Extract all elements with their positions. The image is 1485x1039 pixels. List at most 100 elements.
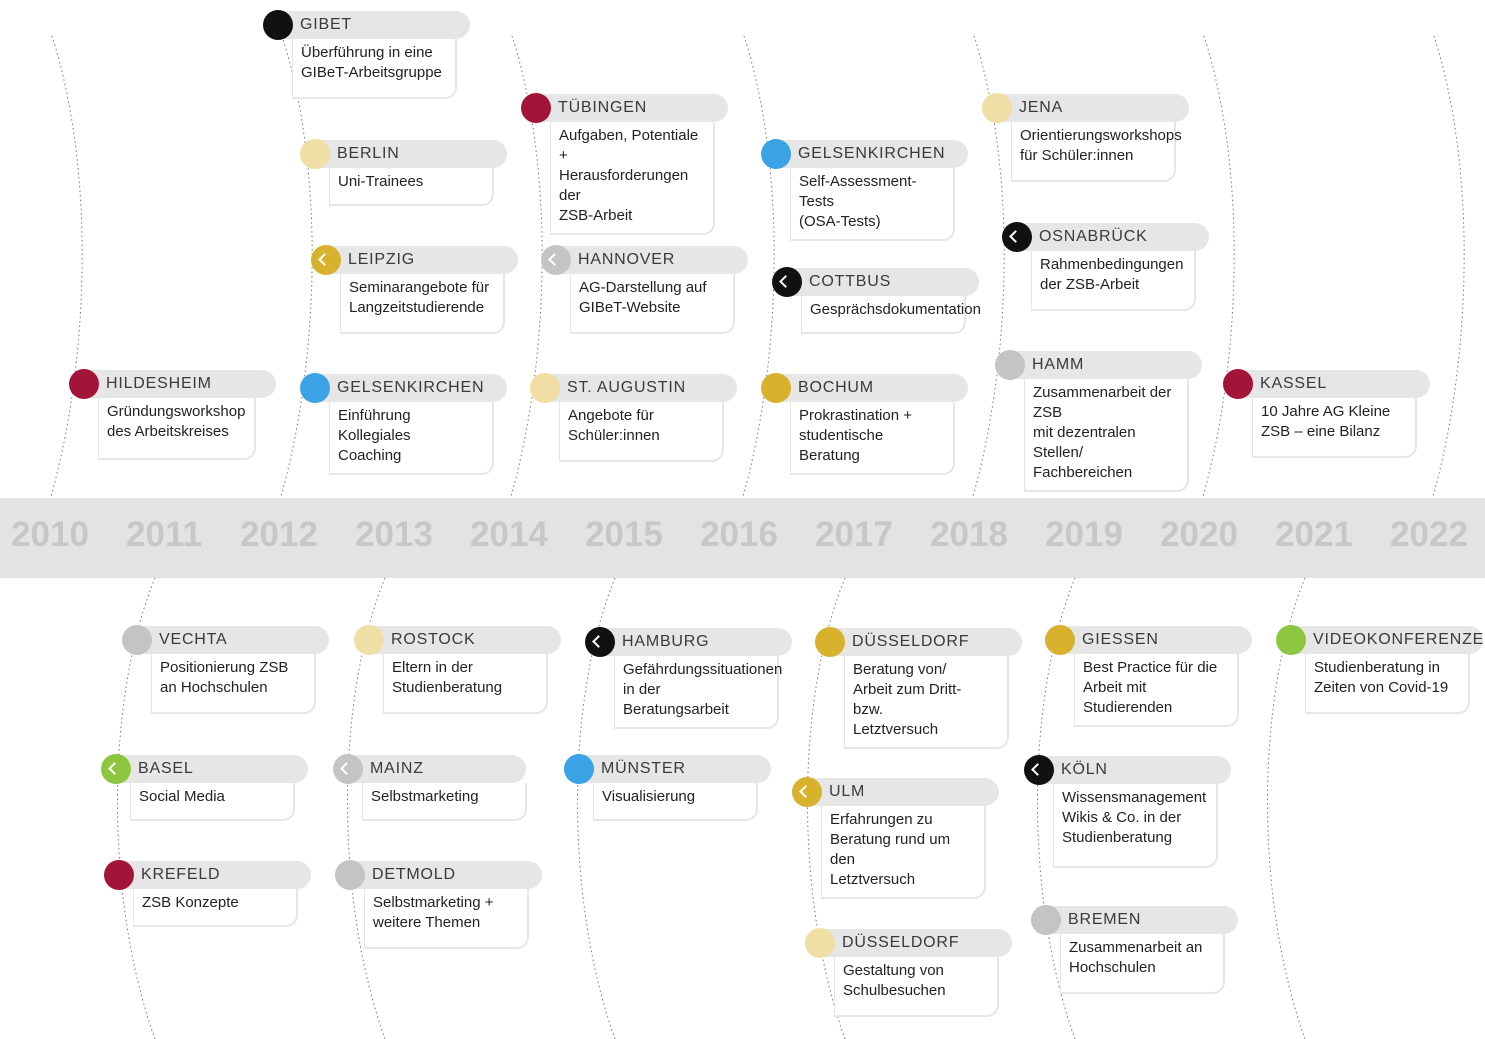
chevron-glyph bbox=[108, 762, 121, 775]
event-dot-icon bbox=[982, 93, 1012, 123]
year-label: 2021 bbox=[1275, 515, 1353, 554]
event-description: Gestaltung von Schulbesuchen bbox=[834, 957, 999, 1017]
event-city: DETMOLD bbox=[372, 866, 456, 883]
event-city: GELSENKIRCHEN bbox=[337, 379, 485, 396]
event-header: JENA bbox=[983, 94, 1189, 122]
event-header: BASEL bbox=[102, 755, 308, 783]
event-description: Eltern in der Studienberatung bbox=[383, 654, 548, 714]
event-city: HAMBURG bbox=[622, 633, 710, 650]
event-header: LEIPZIG bbox=[312, 246, 518, 274]
chevron-glyph bbox=[592, 635, 605, 648]
event-header: KASSEL bbox=[1224, 370, 1430, 398]
year-band bbox=[0, 498, 1485, 578]
event-dot-icon bbox=[263, 10, 293, 40]
event-header: GIBET bbox=[264, 11, 470, 39]
chevron-glyph bbox=[799, 785, 812, 798]
event-dot-icon bbox=[69, 369, 99, 399]
event-description: Angebote für Schüler:innen bbox=[559, 402, 724, 462]
event-city: ST. AUGUSTIN bbox=[567, 379, 686, 396]
event-description: Orientierungsworkshops für Schüler:innen bbox=[1011, 122, 1182, 182]
event-description: Wissensmanagement Wikis & Co. in der Stu… bbox=[1053, 784, 1218, 868]
event-description: Visualisierung bbox=[593, 783, 758, 821]
timeline-arc bbox=[279, 35, 313, 501]
event-description: Gesprächsdokumentation bbox=[801, 296, 981, 334]
event-city: ULM bbox=[829, 783, 866, 800]
event-city: TÜBINGEN bbox=[558, 99, 648, 116]
event-dot-icon bbox=[1045, 625, 1075, 655]
year-label: 2012 bbox=[240, 515, 318, 554]
event-header: ST. AUGUSTIN bbox=[531, 374, 737, 402]
event-dot-icon bbox=[805, 928, 835, 958]
chevron-glyph bbox=[779, 275, 792, 288]
event-dot-icon bbox=[1276, 625, 1306, 655]
event-description: Beratung von/ Arbeit zum Dritt- bzw. Let… bbox=[844, 656, 1009, 749]
event-city: LEIPZIG bbox=[348, 251, 415, 268]
event-description: Einführung Kollegiales Coaching bbox=[329, 402, 494, 475]
year-label: 2022 bbox=[1390, 515, 1468, 554]
event-city: HAMM bbox=[1032, 356, 1085, 373]
event-header: GIESSEN bbox=[1046, 626, 1252, 654]
year-label: 2020 bbox=[1160, 515, 1238, 554]
event-dot-icon bbox=[815, 627, 845, 657]
timeline-arc bbox=[1201, 35, 1235, 501]
event-header: DETMOLD bbox=[336, 861, 542, 889]
event-header: HAMM bbox=[996, 351, 1202, 379]
chevron-left-icon bbox=[792, 777, 822, 807]
event-description: Zusammenarbeit der ZSB mit dezentralen S… bbox=[1024, 379, 1189, 492]
event-city: KREFELD bbox=[141, 866, 221, 883]
event-city: HILDESHEIM bbox=[106, 375, 212, 392]
chevron-glyph bbox=[548, 253, 561, 266]
event-city: DÜSSELDORF bbox=[842, 934, 960, 951]
event-header: GELSENKIRCHEN bbox=[762, 140, 968, 168]
year-label: 2015 bbox=[585, 515, 663, 554]
year-label: 2017 bbox=[815, 515, 893, 554]
event-description: Uni-Trainees bbox=[329, 168, 494, 206]
event-description: Positionierung ZSB an Hochschulen bbox=[151, 654, 316, 714]
event-description: Prokrastination + studentische Beratung bbox=[790, 402, 955, 475]
year-label: 2019 bbox=[1045, 515, 1123, 554]
event-description: Rahmenbedingungen der ZSB-Arbeit bbox=[1031, 251, 1196, 311]
event-city: JENA bbox=[1019, 99, 1064, 116]
event-description: Erfahrungen zu Beratung rund um den Letz… bbox=[821, 806, 986, 899]
chevron-left-icon bbox=[101, 754, 131, 784]
event-description: Selbstmarketing + weitere Themen bbox=[364, 889, 529, 949]
event-description: Gefährdungssituationen in der Beratungsa… bbox=[614, 656, 782, 729]
event-city: BERLIN bbox=[337, 145, 400, 162]
timeline-arc bbox=[49, 35, 83, 501]
event-city: GIESSEN bbox=[1082, 631, 1159, 648]
event-description: Überführung in eine GIBeT-Arbeitsgruppe bbox=[292, 39, 457, 99]
chevron-left-icon bbox=[585, 627, 615, 657]
event-header: BERLIN bbox=[301, 140, 507, 168]
event-dot-icon bbox=[995, 350, 1025, 380]
event-header: BREMEN bbox=[1032, 906, 1238, 934]
event-header: DÜSSELDORF bbox=[806, 929, 1012, 957]
event-city: BASEL bbox=[138, 760, 194, 777]
event-description: Aufgaben, Potentiale + Herausforderungen… bbox=[550, 122, 715, 235]
chevron-left-icon bbox=[541, 245, 571, 275]
event-dot-icon bbox=[1223, 369, 1253, 399]
chevron-left-icon bbox=[1024, 755, 1054, 785]
event-description: Studienberatung in Zeiten von Covid-19 bbox=[1305, 654, 1470, 714]
event-description: Gründungsworkshop des Arbeitskreises bbox=[98, 398, 256, 460]
year-label: 2010 bbox=[11, 515, 89, 554]
chevron-glyph bbox=[1031, 763, 1044, 776]
event-description: Social Media bbox=[130, 783, 295, 821]
event-description: Zusammenarbeit an Hochschulen bbox=[1060, 934, 1225, 994]
event-dot-icon bbox=[354, 625, 384, 655]
event-dot-icon bbox=[335, 860, 365, 890]
event-description: Best Practice für die Arbeit mit Studier… bbox=[1074, 654, 1239, 727]
chevron-glyph bbox=[318, 253, 331, 266]
event-description: ZSB Konzepte bbox=[133, 889, 298, 927]
event-dot-icon bbox=[530, 373, 560, 403]
event-header: GELSENKIRCHEN bbox=[301, 374, 507, 402]
event-city: GELSENKIRCHEN bbox=[798, 145, 946, 162]
event-header: MÜNSTER bbox=[565, 755, 771, 783]
event-header: DÜSSELDORF bbox=[816, 628, 1022, 656]
event-header: HAMBURG bbox=[586, 628, 792, 656]
event-description: AG-Darstellung auf GIBeT-Website bbox=[570, 274, 735, 334]
event-city: COTTBUS bbox=[809, 273, 892, 290]
chevron-left-icon bbox=[1002, 222, 1032, 252]
event-city: GIBET bbox=[300, 16, 353, 33]
event-header: COTTBUS bbox=[773, 268, 979, 296]
year-label: 2018 bbox=[930, 515, 1008, 554]
